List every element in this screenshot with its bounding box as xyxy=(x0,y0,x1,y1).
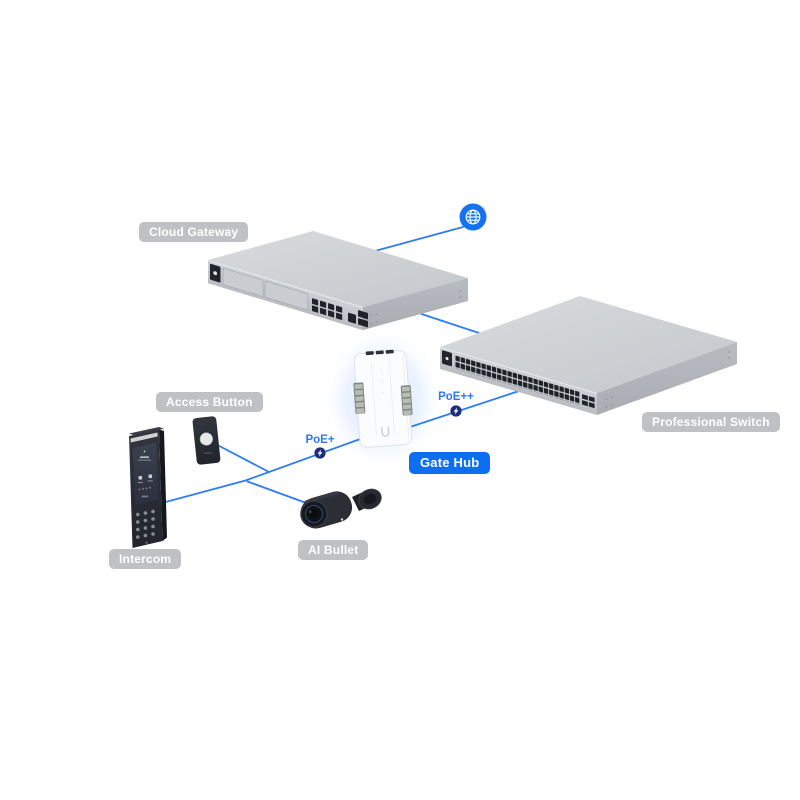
terminal-block-left xyxy=(353,382,366,414)
access-button-device xyxy=(192,416,221,465)
link-switch-hub xyxy=(410,390,520,428)
ubiquiti-logo-icon xyxy=(381,426,390,437)
gate-hub-device xyxy=(353,349,413,448)
cloud-gateway-label: Cloud Gateway xyxy=(139,222,249,242)
cloud-gateway-device xyxy=(208,231,468,331)
intercom-device xyxy=(129,427,167,548)
link-accessbutton-junction xyxy=(215,443,269,473)
gate-hub-label: Gate Hub xyxy=(409,452,491,474)
poe-plus-plus-text: PoE++ xyxy=(438,391,474,403)
access-button-label: Access Button xyxy=(156,392,263,412)
professional-switch-label: Professional Switch xyxy=(642,412,780,432)
ai-bullet-label: AI Bullet xyxy=(298,540,369,560)
intercom-keypad xyxy=(136,509,155,539)
professional-switch-device xyxy=(440,296,737,415)
globe-icon xyxy=(459,203,487,231)
link-internet-gateway xyxy=(374,226,464,252)
terminal-block-right xyxy=(400,385,413,416)
intercom-label: Intercom xyxy=(109,549,182,569)
ai-bullet-device xyxy=(300,488,382,529)
link-junction-aibullet xyxy=(246,480,310,505)
poe-plus-plus-badge xyxy=(450,405,462,417)
link-gateway-switch xyxy=(420,313,480,334)
poe-plus-text: PoE+ xyxy=(305,434,335,446)
poe-plus-badge xyxy=(314,447,326,459)
